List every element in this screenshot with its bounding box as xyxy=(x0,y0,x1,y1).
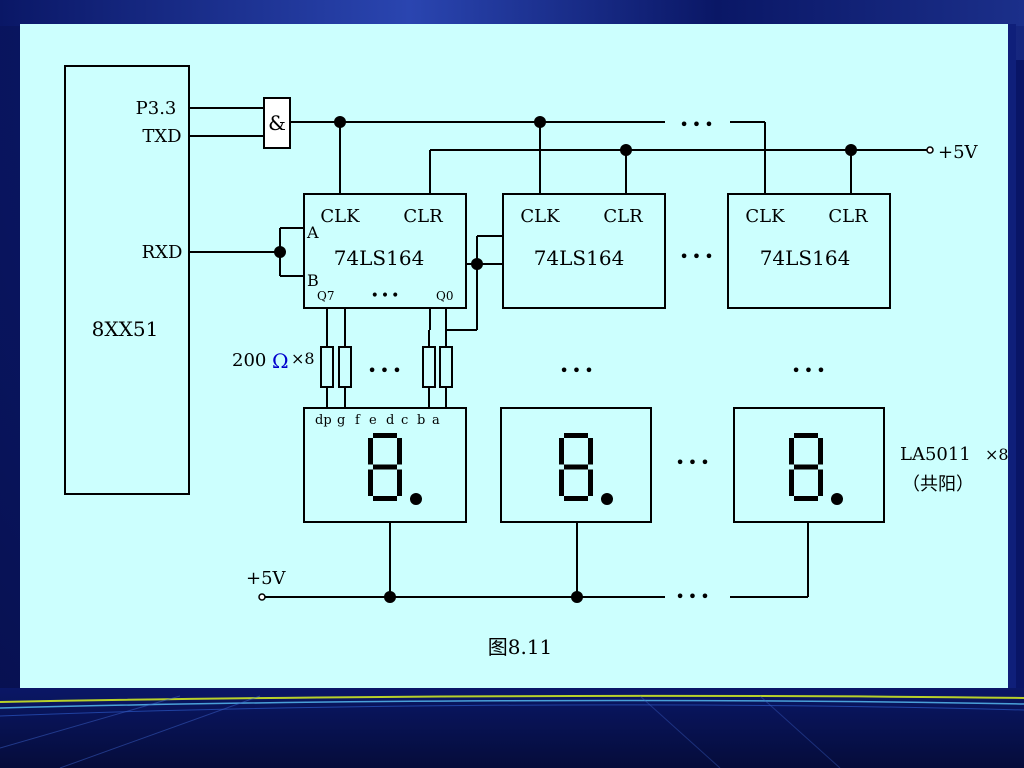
sr1-ellipsis: ••• xyxy=(371,288,402,304)
shift-register-1 xyxy=(303,193,467,309)
digit-3-segment-g xyxy=(794,464,818,470)
segment-label-a: a xyxy=(432,413,440,428)
digit-3-segment-e xyxy=(789,469,794,496)
digit-2-segment-g xyxy=(564,464,588,470)
and-gate xyxy=(263,97,291,149)
digit-2-segment-dp xyxy=(601,493,613,505)
sr2-name: 74LS164 xyxy=(534,246,625,270)
top-stripe xyxy=(0,0,1024,26)
digit-1-segment-dp xyxy=(410,493,422,505)
resistor-count: ×8 xyxy=(291,349,315,368)
segment-label-e: e xyxy=(369,413,377,428)
diagram-panel xyxy=(20,24,1016,688)
digit-2-segment-b xyxy=(588,438,593,465)
resistor-dp xyxy=(320,346,334,388)
sr3-clk-label: CLK xyxy=(745,206,785,227)
sr1-pin-b: B xyxy=(307,271,319,290)
display-model: LA5011 xyxy=(900,444,971,465)
sr1-name: 74LS164 xyxy=(334,246,425,270)
seven-segment-digits xyxy=(368,433,843,505)
digit-3-segment-c xyxy=(818,469,823,496)
resistor-value: 200 xyxy=(232,350,266,371)
ellipsis-resistors-1: ••• xyxy=(367,361,404,380)
power-terminal-bottom xyxy=(258,593,266,601)
segment-label-b: b xyxy=(417,413,425,428)
shift-register-3 xyxy=(727,193,891,309)
segment-label-dp: dp xyxy=(315,413,332,428)
display-type: （共阳） xyxy=(902,474,974,495)
segment-label-f: f xyxy=(355,413,361,428)
digit-1-segment-a xyxy=(373,433,397,438)
sr2-clr-label: CLR xyxy=(603,206,643,227)
display-count: ×8 xyxy=(985,445,1009,464)
ellipsis-displays: ••• xyxy=(675,453,712,472)
power-label-bottom: +5V xyxy=(246,568,287,589)
digit-1-segment-f xyxy=(368,438,373,465)
junctions xyxy=(274,116,857,603)
segment-label-d: d xyxy=(386,413,394,428)
digit-3-segment-f xyxy=(789,438,794,465)
digit-3-segment-b xyxy=(818,438,823,465)
power-terminal-top xyxy=(926,146,934,154)
ellipsis-clock: ••• xyxy=(679,115,716,134)
sr3-name: 74LS164 xyxy=(760,246,851,270)
digit-2-segment-c xyxy=(588,469,593,496)
pin-label-txd: TXD xyxy=(142,126,181,147)
digit-2-segment-d xyxy=(564,496,588,501)
sr3-clr-label: CLR xyxy=(828,206,868,227)
digit-3-segment-a xyxy=(794,433,818,438)
digit-1-segment-g xyxy=(373,464,397,470)
digit-2-segment-e xyxy=(559,469,564,496)
display-1 xyxy=(303,407,467,523)
digit-2-segment-a xyxy=(564,433,588,438)
shift-register-2 xyxy=(502,193,666,309)
sr1-clr-label: CLR xyxy=(403,206,443,227)
segment-label-c: c xyxy=(401,413,408,428)
sr1-pin-q7: Q7 xyxy=(317,289,334,303)
and-gate-symbol: & xyxy=(268,111,286,135)
sr1-pin-q0: Q0 xyxy=(436,289,453,303)
ellipsis-resistors-3: ••• xyxy=(791,361,828,380)
sr2-clk-label: CLK xyxy=(520,206,560,227)
digit-1-segment-d xyxy=(373,496,397,501)
digit-1-segment-b xyxy=(397,438,402,465)
ellipsis-power: ••• xyxy=(675,587,712,606)
figure-caption: 图8.11 xyxy=(488,635,553,659)
digit-3-segment-d xyxy=(794,496,818,501)
sr1-clk-label: CLK xyxy=(320,206,360,227)
digit-1-segment-c xyxy=(397,469,402,496)
resistor-b xyxy=(422,346,436,388)
pin-label-p33: P3.3 xyxy=(136,98,177,119)
bottom-decoration-band xyxy=(0,688,1024,768)
mcu-name: 8XX51 xyxy=(92,317,159,341)
power-label-top: +5V xyxy=(938,142,979,163)
segment-label-g: g xyxy=(337,413,345,428)
ellipsis-registers: ••• xyxy=(679,247,716,266)
ellipsis-resistors-2: ••• xyxy=(559,361,596,380)
sr1-pin-a: A xyxy=(306,223,319,242)
wires xyxy=(64,65,928,598)
resistor-a xyxy=(439,346,453,388)
resistor-g xyxy=(338,346,352,388)
mcu-box xyxy=(64,65,190,495)
pin-label-rxd: RXD xyxy=(142,242,183,263)
digit-3-segment-dp xyxy=(831,493,843,505)
omega-symbol: Ω xyxy=(272,349,289,373)
digit-1-segment-e xyxy=(368,469,373,496)
digit-2-segment-f xyxy=(559,438,564,465)
